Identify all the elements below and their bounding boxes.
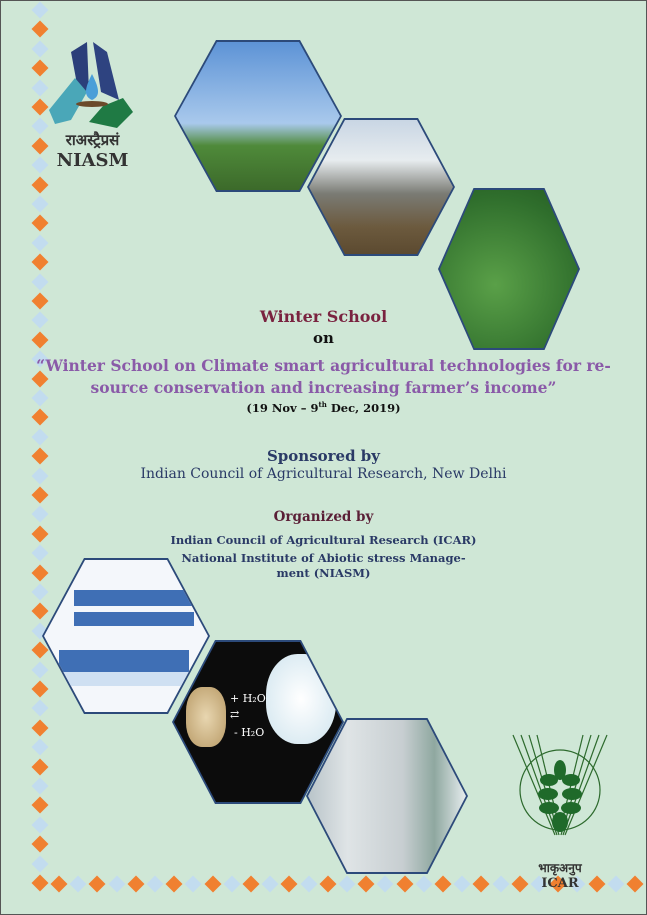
- border-diamond: [300, 875, 318, 893]
- border-diamond: [31, 855, 49, 873]
- border-diamond: [31, 602, 49, 620]
- border-diamond: [31, 486, 49, 504]
- border-diamond: [165, 875, 183, 893]
- border-diamond: [108, 875, 126, 893]
- border-diamond: [31, 428, 49, 446]
- organizer-label: Organized by: [273, 509, 374, 525]
- border-diamond: [184, 875, 202, 893]
- border-diamond: [50, 875, 68, 893]
- border-diamond: [31, 20, 49, 38]
- border-diamond: [31, 253, 49, 271]
- border-diamond: [31, 176, 49, 194]
- dates-start: (19 Nov – 9: [246, 400, 319, 415]
- wheat-emblem-icon: [512, 734, 608, 836]
- border-diamond: [31, 661, 49, 679]
- niasm-hindi-text: राअस्ट्रैप्रसं: [65, 131, 120, 149]
- hydrogel-plus-label: + H₂O: [230, 692, 266, 705]
- niasm-emblem-icon: [49, 42, 133, 128]
- hydrogel-image: + H₂O ⇄ - H₂O: [174, 642, 342, 802]
- sponsor-label: Sponsored by: [266, 447, 381, 465]
- border-diamond: [31, 874, 49, 892]
- border-diamond: [31, 680, 49, 698]
- event-title: Winter School: [259, 307, 388, 326]
- border-diamond: [31, 758, 49, 776]
- border-diamond: [146, 875, 164, 893]
- icar-text: ICAR: [541, 876, 579, 891]
- border-diamond: [434, 875, 452, 893]
- border-diamond: [280, 875, 298, 893]
- border-diamond: [31, 777, 49, 795]
- lab-chamber-image: [308, 720, 466, 872]
- border-diamond: [396, 875, 414, 893]
- border-diamond: [31, 738, 49, 756]
- border-diamond: [242, 875, 260, 893]
- border-diamond: [31, 641, 49, 659]
- border-diamond: [626, 875, 644, 893]
- border-diamond: [223, 875, 241, 893]
- weather-station-image: [176, 42, 340, 190]
- organizer-niasm-1: National Institute of Abiotic stress Man…: [181, 551, 466, 565]
- border-diamond: [31, 234, 49, 252]
- border-diamond: [204, 875, 222, 893]
- border-diamond: [415, 875, 433, 893]
- border-diamond: [31, 719, 49, 737]
- dates-end: Dec, 2019): [326, 400, 401, 415]
- border-diamond: [453, 875, 471, 893]
- border-diamond: [31, 816, 49, 834]
- border-diamond: [127, 875, 145, 893]
- border-diamond: [88, 875, 106, 893]
- icar-logo: भाकृअनुप ICAR: [505, 730, 615, 891]
- border-diamond: [31, 796, 49, 814]
- icar-hindi-text: भाकृअनुप: [538, 861, 582, 875]
- border-diamond: [472, 875, 490, 893]
- border-diamond: [357, 875, 375, 893]
- border-diamond: [31, 195, 49, 213]
- border-diamond: [261, 875, 279, 893]
- border-diamond: [31, 699, 49, 717]
- border-diamond: [338, 875, 356, 893]
- tractor-planter-image: [309, 120, 453, 254]
- planting-diagram-image: [44, 560, 208, 712]
- organizer-icar: Indian Council of Agricultural Research …: [170, 533, 477, 547]
- niasm-logo: राअस्ट्रैप्रसं NIASM: [45, 40, 140, 171]
- border-diamond: [69, 875, 87, 893]
- event-subtitle-1: “Winter School on Climate smart agricult…: [36, 356, 611, 375]
- event-subtitle-2: source conservation and increasing farme…: [90, 378, 557, 397]
- border-diamond: [31, 1, 49, 19]
- border-diamond: [319, 875, 337, 893]
- border-diamond: [31, 583, 49, 601]
- border-diamond: [376, 875, 394, 893]
- dates-sup: th: [318, 400, 327, 409]
- border-diamond: [31, 273, 49, 291]
- event-dates: (19 Nov – 9th Dec, 2019): [0, 400, 647, 415]
- organizer-niasm-2: ment (NIASM): [276, 566, 371, 580]
- border-diamond: [31, 835, 49, 853]
- niasm-text: NIASM: [56, 150, 129, 171]
- event-on: on: [313, 329, 334, 347]
- hydrogel-minus-label: - H₂O: [234, 726, 265, 739]
- border-diamond: [31, 214, 49, 232]
- sponsor-name: Indian Council of Agricultural Research,…: [140, 466, 507, 482]
